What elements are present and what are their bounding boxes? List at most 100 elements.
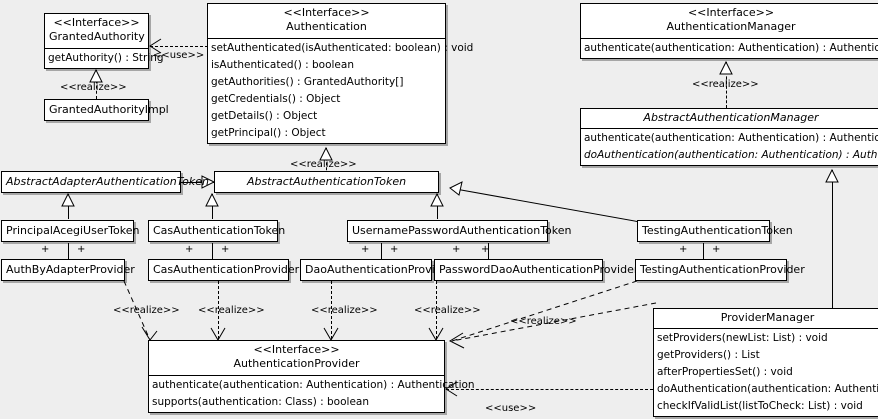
method-supports: supports(authentication: Class) : boolea… — [152, 395, 369, 408]
authentication-provider-stereotype: <<Interface>> — [253, 343, 340, 356]
edge-use-authentication-granted-authority — [150, 46, 208, 47]
label-realize-granted-authority-impl: <<realize>> — [60, 82, 127, 93]
class-box-auth-by-adapter-provider[interactable]: AuthByAdapterProvider — [1, 259, 135, 282]
edge-generalization-cas-token — [212, 194, 213, 219]
provider-manager-methods: setProviders(newList: List) : void getPr… — [654, 328, 878, 416]
label-realize-testing-authentication-provider: <<realize>> — [510, 316, 577, 327]
assoc-marker-plus: + — [679, 244, 688, 255]
auth-by-adapter-provider-name: AuthByAdapterProvider — [6, 263, 135, 276]
password-dao-authentication-provider-name: PasswordDaoAuthenticationProvider — [439, 263, 639, 276]
class-box-dao-authentication-provider[interactable]: DaoAuthenticationProvider — [300, 259, 453, 282]
method-authenticate: authenticate(authentication: Authenticat… — [152, 378, 475, 391]
edge-realize-password-dao-provider — [436, 281, 437, 339]
provider-manager-name: ProviderManager — [720, 311, 815, 324]
method-is-authenticated: isAuthenticated() : boolean — [211, 58, 354, 71]
authentication-provider-name: AuthenticationProvider — [233, 357, 360, 371]
edge-use-provider-manager-authentication-provider — [446, 389, 653, 390]
authentication-methods: setAuthenticated(isAuthenticated: boolea… — [208, 37, 474, 143]
class-box-abstract-authentication-token[interactable]: AbstractAuthenticationToken — [214, 171, 439, 194]
method-get-providers: getProviders() : List — [657, 349, 760, 362]
class-box-authentication[interactable]: <<Interface>> Authentication setAuthenti… — [207, 3, 474, 144]
authentication-manager-methods: authenticate(authentication: Authenticat… — [581, 37, 878, 58]
authentication-provider-header: <<Interface>> AuthenticationProvider — [149, 341, 444, 375]
authentication-manager-stereotype: <<Interface>> — [687, 6, 775, 19]
class-box-provider-manager[interactable]: ProviderManager setProviders(newList: Li… — [653, 308, 878, 418]
method-after-properties-set: afterPropertiesSet() : void — [657, 366, 793, 379]
label-realize-abstract-authentication-manager: <<realize>> — [692, 79, 759, 90]
edge-assoc-testing-token-provider — [703, 243, 704, 260]
class-box-cas-authentication-provider[interactable]: CasAuthenticationProvider — [148, 259, 300, 282]
class-box-granted-authority-impl[interactable]: GrantedAuthorityImpl — [44, 99, 169, 122]
method-get-details: getDetails() : Object — [211, 109, 318, 122]
edge-assoc-upt-dao-provider — [381, 243, 382, 260]
granted-authority-methods: getAuthority() : String — [45, 47, 164, 68]
username-password-authentication-token-name: UsernamePasswordAuthenticationToken — [352, 224, 572, 237]
class-box-username-password-authentication-token[interactable]: UsernamePasswordAuthenticationToken — [347, 220, 572, 243]
granted-authority-stereotype: <<Interface>> — [53, 16, 140, 29]
granted-authority-header: <<Interface>> GrantedAuthority — [45, 14, 148, 48]
abstract-authentication-manager-name: AbstractAuthenticationManager — [643, 111, 819, 124]
class-box-authentication-provider[interactable]: <<Interface>> AuthenticationProvider aut… — [148, 340, 475, 413]
edge-realize-granted-authority-impl — [96, 70, 97, 99]
label-realize-auth-by-adapter-provider: <<realize>> — [113, 305, 180, 316]
granted-authority-impl-name: GrantedAuthorityImpl — [49, 103, 169, 116]
edge-realize-cas-provider — [218, 281, 219, 339]
authentication-name: Authentication — [286, 20, 367, 34]
authentication-provider-methods: authenticate(authentication: Authenticat… — [149, 374, 475, 412]
method-set-authenticated: setAuthenticated(isAuthenticated: boolea… — [211, 41, 474, 54]
class-box-testing-authentication-token[interactable]: TestingAuthenticationToken — [637, 220, 793, 243]
label-use-authentication-granted-authority: <<use>> — [153, 50, 205, 61]
edge-generalization-username-password-token — [437, 194, 438, 219]
method-do-authentication: doAuthentication(authentication: Authent… — [584, 149, 878, 162]
label-realize-cas-authentication-provider: <<realize>> — [198, 305, 265, 316]
assoc-marker-plus: + — [390, 244, 399, 255]
authentication-stereotype: <<Interface>> — [283, 6, 370, 19]
testing-authentication-provider-name: TestingAuthenticationProvider — [640, 263, 805, 276]
abstract-authentication-token-name: AbstractAuthenticationToken — [246, 175, 407, 188]
label-realize-dao-authentication-provider: <<realize>> — [311, 305, 378, 316]
method-get-credentials: getCredentials() : Object — [211, 92, 341, 105]
authentication-manager-name: AuthenticationManager — [666, 20, 796, 34]
method-set-providers: setProviders(newList: List) : void — [657, 332, 828, 345]
granted-authority-name: GrantedAuthority — [49, 30, 145, 44]
edge-generalization-adapter-token — [181, 182, 214, 183]
authentication-manager-header: <<Interface>> AuthenticationManager — [581, 4, 878, 38]
class-box-authentication-manager[interactable]: <<Interface>> AuthenticationManager auth… — [580, 3, 878, 59]
principal-acegi-user-token-name: PrincipalAcegiUserToken — [6, 224, 140, 237]
edge-generalization-provider-manager — [832, 170, 833, 311]
assoc-marker-plus: + — [221, 244, 230, 255]
label-realize-abstract-authentication-token: <<realize>> — [290, 159, 357, 170]
class-box-abstract-adapter-authentication-token[interactable]: AbstractAdapterAuthenticationToken — [1, 171, 209, 194]
assoc-marker-plus: + — [77, 244, 86, 255]
dao-authentication-provider-name: DaoAuthenticationProvider — [305, 263, 453, 276]
authentication-header: <<Interface>> Authentication — [208, 4, 445, 38]
label-use-provider-manager-authentication-provider: <<use>> — [485, 403, 537, 414]
class-box-password-dao-authentication-provider[interactable]: PasswordDaoAuthenticationProvider — [434, 259, 639, 282]
method-get-authority: getAuthority() : String — [48, 51, 164, 64]
class-box-principal-acegi-user-token[interactable]: PrincipalAcegiUserToken — [1, 220, 140, 243]
assoc-marker-plus: + — [41, 244, 50, 255]
method-get-authorities: getAuthorities() : GrantedAuthority[] — [211, 75, 404, 88]
class-box-cas-authentication-token[interactable]: CasAuthenticationToken — [148, 220, 286, 243]
assoc-marker-plus: + — [361, 244, 370, 255]
edge-assoc-principal-auth-by-adapter — [68, 243, 69, 260]
assoc-marker-plus: + — [481, 244, 490, 255]
cas-authentication-provider-name: CasAuthenticationProvider — [153, 263, 300, 276]
abstract-adapter-authentication-token-name: AbstractAdapterAuthenticationToken — [6, 175, 209, 188]
edge-assoc-upt-password-dao-provider — [488, 243, 489, 260]
method-authenticate: authenticate(authentication: Authenticat… — [584, 132, 878, 145]
edge-generalization-principal-acegi-token — [68, 194, 69, 219]
class-box-granted-authority[interactable]: <<Interface>> GrantedAuthority getAuthor… — [44, 13, 164, 69]
class-box-abstract-authentication-manager[interactable]: AbstractAuthenticationManager authentica… — [580, 108, 878, 167]
method-check-if-valid-list: checkIfValidList(listToCheck: List) : vo… — [657, 400, 863, 413]
assoc-marker-plus: + — [185, 244, 194, 255]
label-realize-password-dao-authentication-provider: <<realize>> — [414, 305, 481, 316]
method-do-authentication: doAuthentication(authentication: Authent… — [657, 383, 878, 396]
assoc-marker-plus: + — [452, 244, 461, 255]
method-authenticate: authenticate(authentication: Authenticat… — [584, 41, 878, 54]
cas-authentication-token-name: CasAuthenticationToken — [153, 224, 286, 237]
class-box-testing-authentication-provider[interactable]: TestingAuthenticationProvider — [635, 259, 805, 282]
abstract-authentication-manager-header: AbstractAuthenticationManager — [581, 109, 878, 128]
edge-assoc-cas-token-provider — [212, 243, 213, 260]
